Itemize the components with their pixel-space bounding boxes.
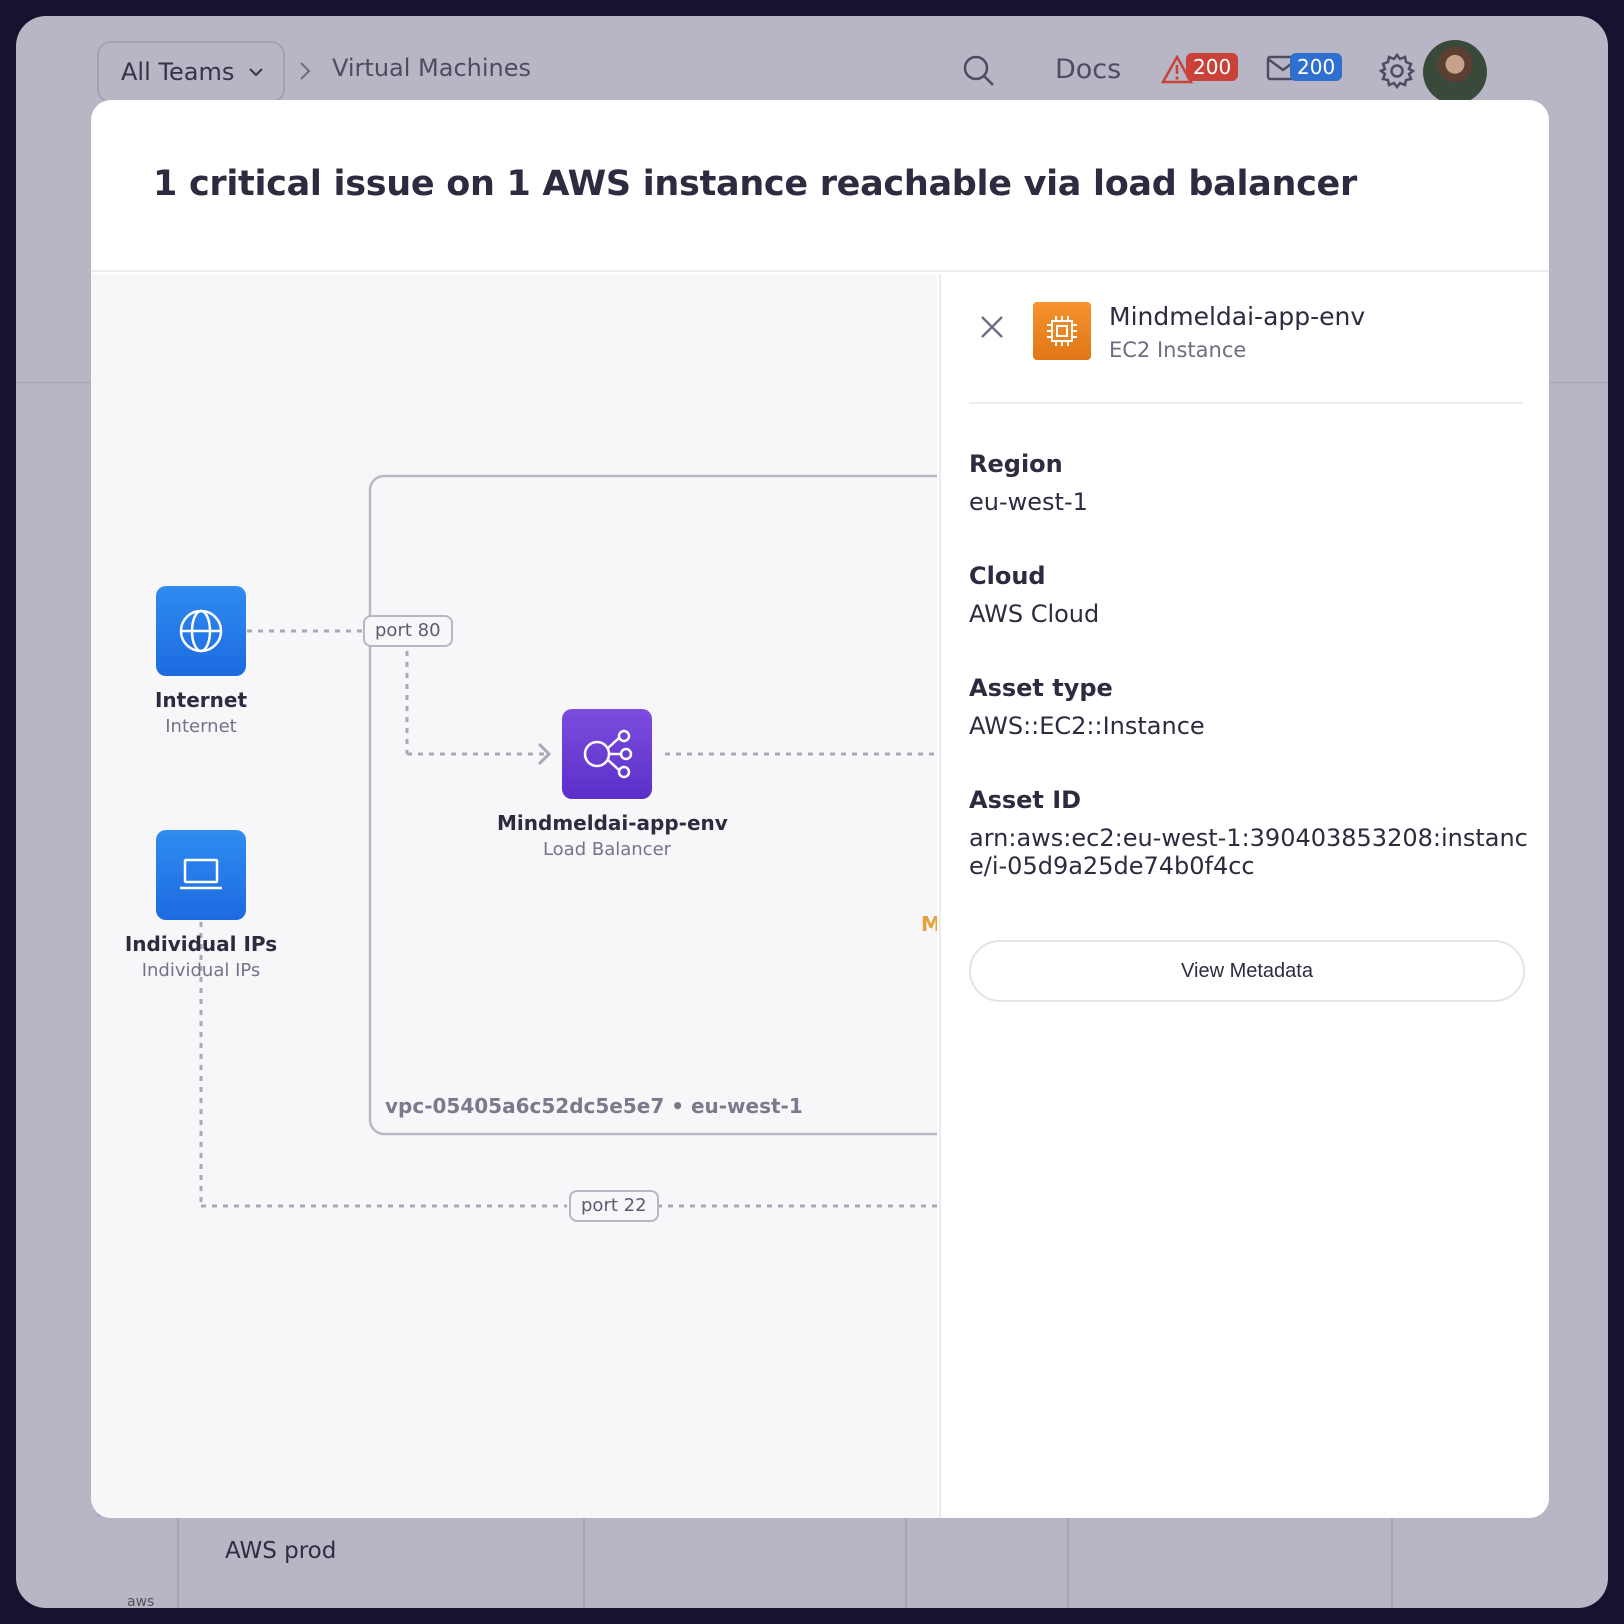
table-divider xyxy=(1391,1466,1393,1608)
aws-logo-text: aws xyxy=(127,1594,155,1608)
table-divider xyxy=(177,1466,179,1608)
individual-ips-node-type: Individual IPs xyxy=(141,960,261,981)
modal-header: 1 critical issue on 1 AWS instance reach… xyxy=(91,100,1549,272)
table-divider xyxy=(1067,1466,1069,1608)
search-icon[interactable] xyxy=(962,54,996,88)
individual-ips-node-name: Individual IPs xyxy=(124,932,278,956)
ec2-node-name-clipped: M xyxy=(921,912,937,936)
ec2-chip-icon xyxy=(1033,302,1091,360)
view-metadata-button[interactable]: View Metadata xyxy=(969,940,1525,1002)
port-80-label: port 80 xyxy=(363,615,453,647)
messages-badge: 200 xyxy=(1290,53,1343,81)
team-select-label: All Teams xyxy=(121,58,235,86)
panel-subtitle: EC2 Instance xyxy=(1109,338,1247,362)
breadcrumb-current[interactable]: Virtual Machines xyxy=(332,54,532,82)
close-icon[interactable] xyxy=(977,312,1007,342)
alert-icon[interactable] xyxy=(1161,54,1193,84)
load-balancer-node-type: Load Balancer xyxy=(542,839,672,860)
internet-node[interactable]: Internet Internet xyxy=(131,586,271,737)
table-row-label: AWS prod xyxy=(225,1538,337,1564)
globe-icon xyxy=(156,586,246,676)
vpc-label: vpc-05405a6c52dc5e5e7 • eu-west-1 xyxy=(385,1094,803,1118)
team-select[interactable]: All Teams xyxy=(97,41,285,103)
internet-node-name: Internet xyxy=(154,688,248,712)
region-value: eu-west-1 xyxy=(969,488,1088,516)
load-balancer-icon xyxy=(562,709,652,799)
load-balancer-node-name: Mindmeldai-app-env xyxy=(497,811,728,835)
asset-id-label: Asset ID xyxy=(969,786,1082,814)
asset-id-value: arn:aws:ec2:eu-west-1:390403853208:insta… xyxy=(969,824,1528,880)
cloud-value: AWS Cloud xyxy=(969,600,1100,628)
internet-node-type: Internet xyxy=(165,716,237,737)
individual-ips-node[interactable]: Individual IPs Individual IPs xyxy=(111,830,291,981)
docs-link[interactable]: Docs xyxy=(1055,54,1122,85)
port-22-label: port 22 xyxy=(569,1190,659,1222)
asset-details-panel: Mindmeldai-app-env EC2 Instance Region e… xyxy=(939,274,1549,1518)
panel-divider xyxy=(969,402,1523,404)
gear-icon[interactable] xyxy=(1378,52,1416,90)
chevron-right-icon xyxy=(300,62,311,80)
table-divider xyxy=(583,1466,585,1608)
cloud-label: Cloud xyxy=(969,562,1046,590)
diagram-wires xyxy=(199,474,937,1208)
network-diagram[interactable]: port 80 port 22 Internet Internet Indivi… xyxy=(91,274,937,1518)
modal-title: 1 critical issue on 1 AWS instance reach… xyxy=(153,164,1357,204)
table-divider xyxy=(905,1466,907,1608)
load-balancer-node[interactable]: Mindmeldai-app-env Load Balancer xyxy=(497,709,728,860)
alerts-badge: 200 xyxy=(1186,53,1239,81)
issue-modal: 1 critical issue on 1 AWS instance reach… xyxy=(91,100,1549,1518)
asset-type-value: AWS::EC2::Instance xyxy=(969,712,1205,740)
asset-type-label: Asset type xyxy=(969,674,1113,702)
avatar[interactable] xyxy=(1423,40,1487,104)
region-label: Region xyxy=(969,450,1063,478)
panel-title: Mindmeldai-app-env xyxy=(1109,302,1366,331)
chevron-down-icon xyxy=(249,68,264,77)
laptop-icon xyxy=(156,830,246,920)
